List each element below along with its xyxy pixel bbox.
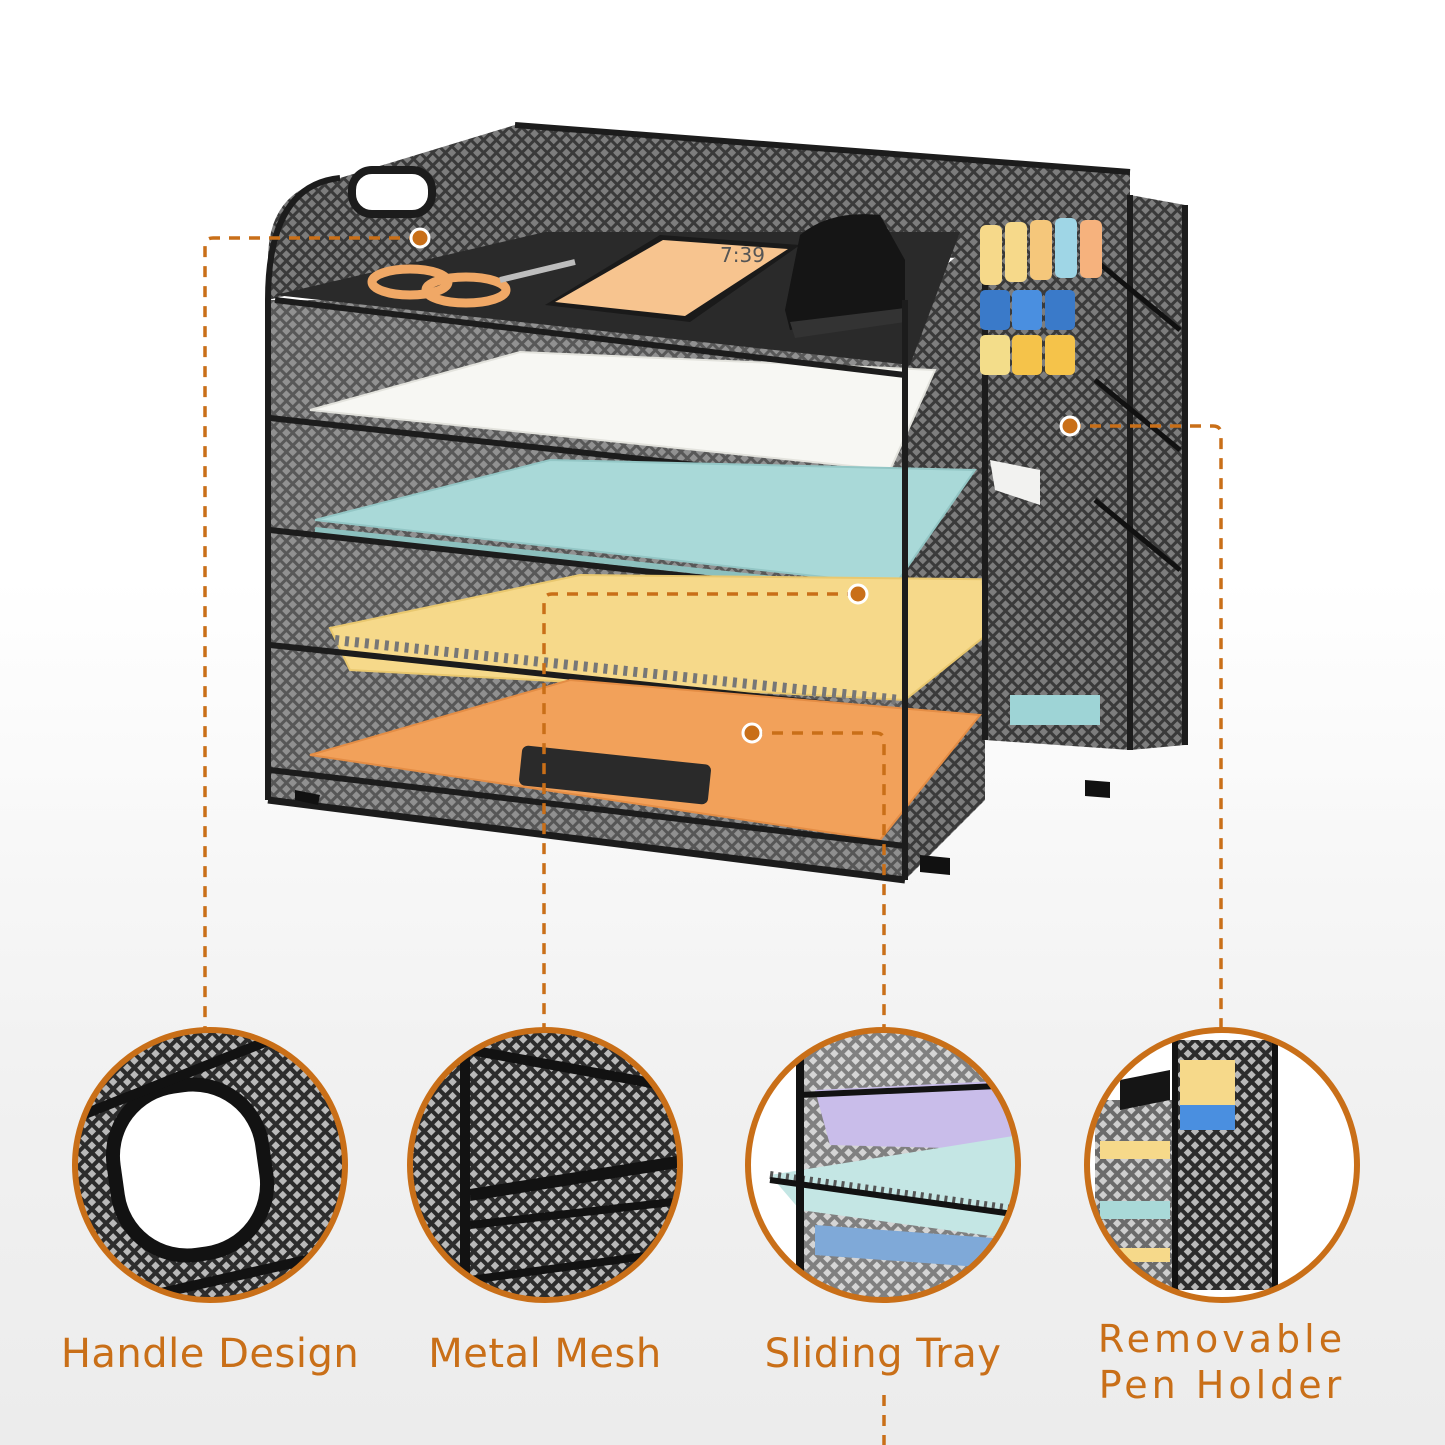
callout-dot-pen-holder (1059, 415, 1081, 437)
feature-label-tray: Sliding Tray (764, 1331, 1002, 1377)
notebook-spiral (334, 635, 901, 705)
mesh-closeup-icon (407, 1027, 683, 1303)
callout-lines (203, 236, 1223, 1445)
stapler-icon (785, 214, 905, 338)
callout-dot-handle (409, 227, 431, 249)
callout-dot-tray (741, 722, 763, 744)
handle-closeup-icon (72, 1027, 348, 1303)
scissors-icon (367, 259, 576, 308)
feature-label-pen-holder: Removable Pen Holder (1062, 1316, 1382, 1408)
feature-label-mesh: Metal Mesh (428, 1331, 662, 1377)
handle-cutout (348, 166, 436, 218)
tray-4 (269, 678, 982, 849)
markers-icon (980, 218, 1102, 375)
phone-clock: 7:39 (720, 243, 765, 267)
feature-label-pen-holder-line2: Pen Holder (1098, 1363, 1346, 1407)
organizer-frame: 7:39 (265, 122, 1188, 884)
feature-label-handle: Handle Design (60, 1331, 360, 1377)
back-mesh-panel (268, 125, 1130, 300)
phone-icon: 7:39 (545, 235, 800, 322)
pen-holder (975, 195, 1188, 750)
tray-closeup-icon (745, 1027, 1021, 1303)
callout-dot-mesh (847, 583, 869, 605)
clipboard-clip (519, 745, 711, 805)
callout-dots (409, 227, 1081, 744)
pen-holder-closeup-icon (1084, 1027, 1360, 1303)
tray-3 (269, 573, 1058, 715)
feature-label-pen-holder-line1: Removable (1097, 1317, 1347, 1361)
